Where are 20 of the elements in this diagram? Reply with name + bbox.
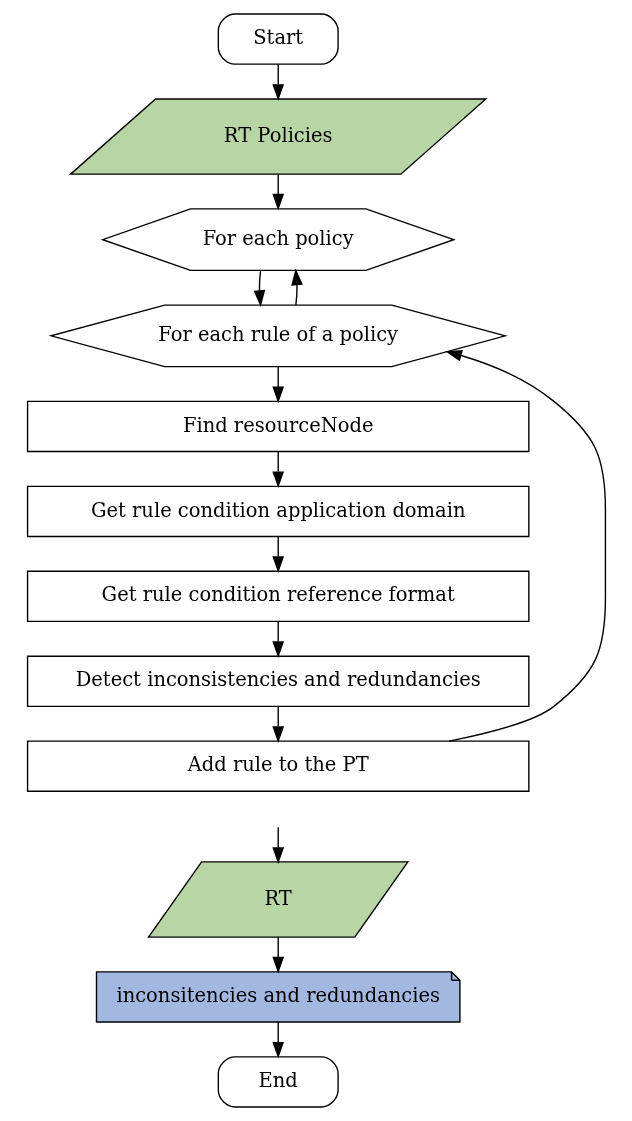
arrow bbox=[271, 620, 284, 658]
node-box: Get rule condition reference format bbox=[26, 570, 530, 623]
node-box: Get rule condition application domain bbox=[26, 485, 530, 538]
node-box: Find resourceNode bbox=[26, 400, 530, 453]
node-box: Detect inconsistencies and redundancies bbox=[26, 655, 530, 708]
arrow bbox=[271, 366, 284, 404]
node-box: End bbox=[217, 1056, 339, 1108]
arrow bbox=[271, 535, 284, 574]
arrow bbox=[253, 269, 265, 307]
arrow bbox=[271, 826, 284, 864]
arrow bbox=[271, 936, 284, 974]
node-box: Start bbox=[217, 13, 339, 65]
node-box: Add rule to the PT bbox=[26, 740, 530, 792]
arrow bbox=[444, 349, 606, 742]
arrow bbox=[271, 705, 284, 743]
arrow bbox=[290, 268, 303, 306]
arrow bbox=[271, 1021, 284, 1059]
arrow bbox=[271, 450, 284, 489]
arrow bbox=[271, 173, 284, 211]
arrow bbox=[271, 63, 284, 101]
